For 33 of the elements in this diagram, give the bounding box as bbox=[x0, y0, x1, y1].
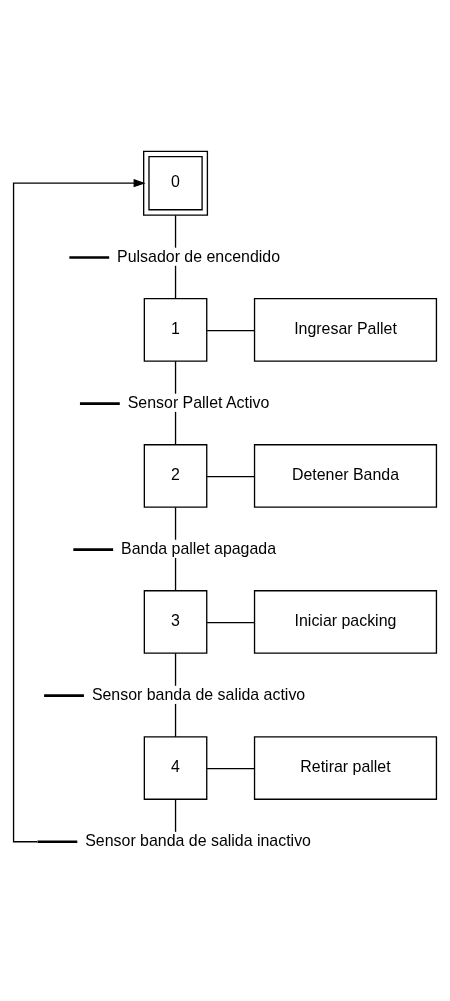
connector bbox=[206, 475, 256, 478]
node-box: 2 bbox=[143, 444, 208, 508]
node-box: 3 bbox=[143, 590, 208, 654]
node-box bbox=[73, 548, 114, 551]
node-label: Banda pallet apagada bbox=[121, 539, 277, 557]
arrow bbox=[12, 179, 146, 843]
node-box bbox=[79, 402, 120, 405]
node-label: Sensor banda de salida activo bbox=[91, 685, 306, 703]
connector bbox=[206, 622, 256, 624]
connector bbox=[206, 768, 256, 770]
node-label: Sensor Pallet Activo bbox=[127, 393, 270, 411]
connector bbox=[174, 703, 177, 738]
connector bbox=[174, 557, 177, 592]
node-box: Iniciar packing bbox=[253, 590, 438, 654]
connector bbox=[174, 652, 177, 687]
node-box bbox=[37, 840, 78, 844]
connector bbox=[174, 265, 177, 300]
node-label: Sensor banda de salida inactivo bbox=[85, 831, 311, 849]
node-box: 0 bbox=[143, 150, 209, 216]
node-box: Detener Banda bbox=[253, 444, 438, 508]
connector bbox=[174, 360, 177, 395]
node-box: Ingresar Pallet bbox=[253, 298, 438, 362]
node-box: 1 bbox=[143, 298, 208, 362]
connector bbox=[206, 329, 256, 332]
node-box bbox=[69, 256, 110, 259]
node-label: Pulsador de encendido bbox=[117, 247, 281, 265]
connector bbox=[174, 411, 177, 446]
connector bbox=[174, 506, 177, 541]
connector bbox=[174, 798, 177, 833]
node-box: Retirar pallet bbox=[253, 736, 438, 800]
connector bbox=[174, 214, 177, 249]
node-box: 4 bbox=[143, 736, 208, 800]
node-box bbox=[44, 694, 84, 697]
